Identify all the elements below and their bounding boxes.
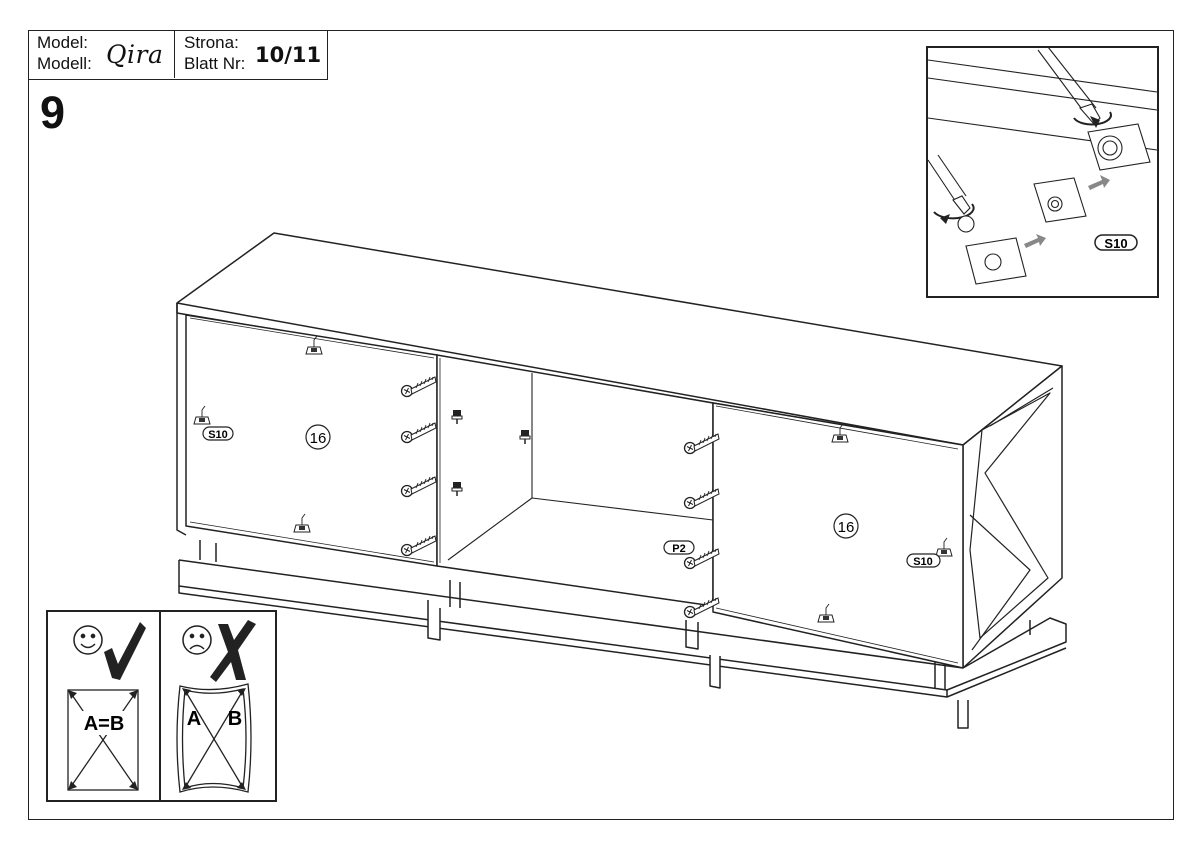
svg-text:P2: P2 (672, 543, 685, 555)
cross-icon (210, 620, 256, 682)
page-frame (28, 30, 1174, 820)
model-cell: Model: Modell: Qira (28, 30, 175, 78)
wrong-alignment: A B (176, 620, 256, 793)
correct-label: A=B (84, 713, 125, 735)
title-block: Model: Modell: Qira Strona: Blatt Nr: 10… (28, 30, 328, 80)
svg-text:S10: S10 (208, 429, 228, 441)
model-label: Model: (37, 33, 89, 52)
label-s10-left: S10 (202, 426, 234, 441)
alignment-check: A=B A B (46, 610, 277, 802)
part-callout-door-right: 16 (833, 513, 859, 539)
base-frame (178, 559, 1067, 691)
checkmark-icon (104, 622, 146, 680)
label-p2: P2 (663, 540, 695, 555)
part-callout-door-left: 16 (305, 424, 331, 450)
svg-text:S10: S10 (1104, 236, 1127, 251)
svg-text:S10: S10 (913, 556, 933, 568)
page-cell: Strona: Blatt Nr: 10/11 (175, 30, 327, 78)
modell-label: Modell: (37, 54, 92, 73)
page-label: Strona: (184, 33, 239, 52)
smiley-icon (73, 625, 103, 655)
frown-icon (182, 625, 212, 655)
page-number: 10/11 (255, 43, 322, 67)
svg-text:16: 16 (310, 430, 327, 447)
hinge-detail-inset: S10 (926, 46, 1159, 298)
wrong-label-b: B (228, 708, 242, 730)
step-number: 9 (40, 87, 66, 138)
cabinet-illustration (176, 232, 1067, 729)
page-label-de: Blatt Nr: (184, 54, 246, 73)
detail-label-s10: S10 (1094, 234, 1138, 251)
label-s10-right: S10 (906, 553, 941, 568)
model-name: Qira (106, 40, 164, 69)
svg-text:16: 16 (838, 519, 855, 536)
wrong-label-a: A (187, 708, 201, 730)
correct-alignment: A=B (67, 622, 146, 791)
